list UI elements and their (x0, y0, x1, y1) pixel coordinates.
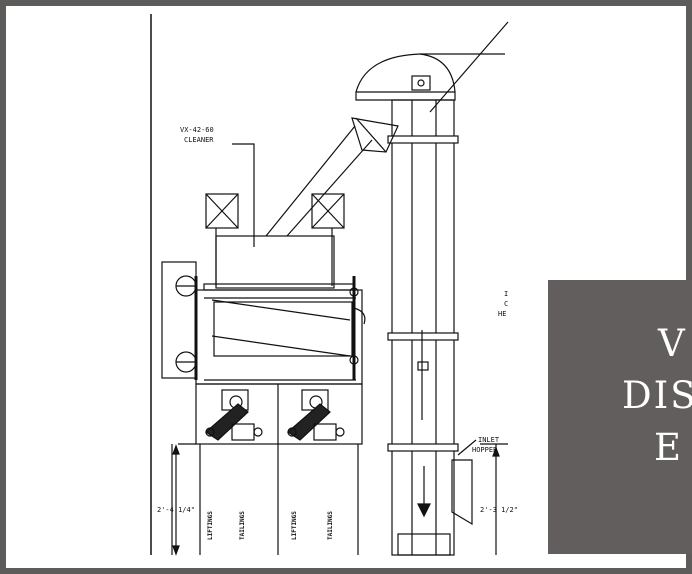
overlay-line-1: V (658, 322, 687, 365)
elevator-leg (391, 99, 455, 556)
aspirator-housing (195, 383, 363, 445)
dimension-right-label: 2'-3 1/2" (480, 506, 518, 514)
spout-valve (351, 117, 399, 153)
support-box-left (205, 193, 239, 229)
cleaner-label-2: CLEANER (184, 136, 214, 144)
dimension-left-label: 2'-4 1/4" (157, 506, 195, 514)
side-label-frag-1: I (504, 290, 508, 298)
title-overlay-panel: V DIS E (548, 280, 692, 554)
inlet-label-2: HOPPER (472, 446, 498, 454)
inlet-hopper (451, 459, 473, 526)
elevator-head-curve (355, 53, 505, 93)
discharge-right (287, 403, 331, 441)
vertical-label-tailings-1: TAILINGS (239, 511, 246, 540)
side-label-frag-3: HE (498, 310, 506, 318)
cleaner-label-1: VX-42-60 (180, 126, 214, 134)
discharge-left (205, 403, 249, 441)
vertical-label-liftings-2: LIFTINGS (291, 511, 298, 540)
inlet-leader (457, 439, 477, 456)
cleaner-upper-housing (215, 235, 335, 289)
cleaner-leader (232, 143, 255, 247)
side-label-frag-2: C (504, 300, 508, 308)
inlet-label-1: INLET (478, 436, 500, 444)
vertical-label-liftings-1: LIFTINGS (207, 511, 214, 540)
overlay-line-3: E (654, 426, 684, 469)
overlay-line-2: DIS (622, 374, 692, 417)
vertical-label-tailings-2: TAILINGS (327, 511, 334, 540)
head-drive-box (411, 75, 431, 91)
leader-line-top (429, 21, 509, 113)
support-box-right (311, 193, 345, 229)
elevator-head-base (355, 91, 456, 101)
